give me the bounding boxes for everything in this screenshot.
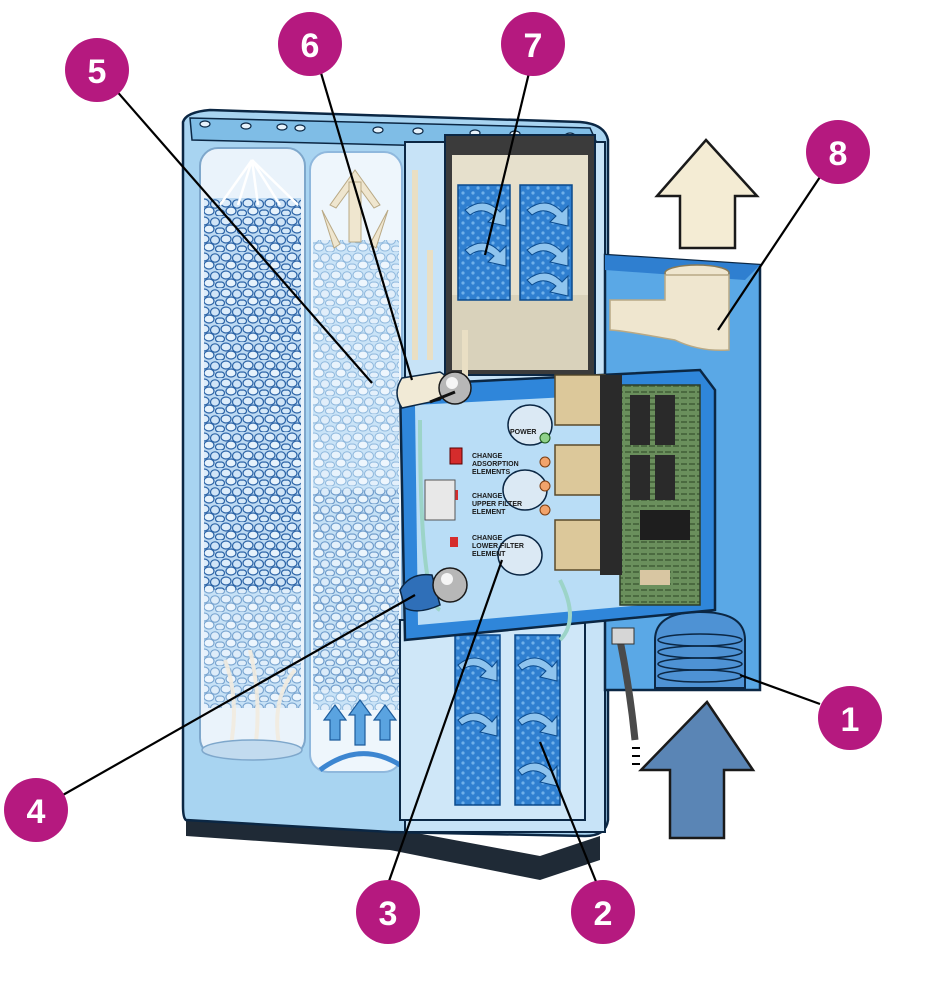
callout-label-5: 5	[88, 53, 107, 91]
callout-badge	[278, 12, 342, 76]
adsorption-tower-left	[199, 147, 306, 761]
inlet-arrow-icon	[638, 700, 756, 840]
callout-badge	[356, 880, 420, 944]
circuit-board	[619, 384, 701, 606]
callout-label-8: 8	[829, 135, 848, 173]
callout-badge	[4, 778, 68, 842]
callout-label-6: 6	[301, 27, 320, 65]
callout-label-3: 3	[379, 895, 398, 933]
leader-line-6	[311, 45, 414, 381]
base	[186, 820, 600, 880]
valve-wheels	[497, 404, 553, 576]
outlet-arrow-icon	[654, 138, 760, 250]
callout-label-2: 2	[594, 895, 613, 933]
callout-badge	[818, 686, 882, 750]
panel-text-lower-1: CHANGE	[472, 535, 503, 542]
adsorption-tower-middle	[309, 151, 403, 773]
leader-line-4	[39, 594, 416, 809]
callout-7: 7	[501, 12, 565, 76]
panel-text-lower-2: LOWER FILTER	[472, 543, 524, 550]
callout-label-4: 4	[27, 793, 46, 831]
callout-label-7: 7	[524, 27, 543, 65]
upper-filter-element	[457, 184, 573, 301]
callout-2: 2	[571, 880, 635, 944]
leader-line-3	[386, 559, 504, 885]
flow-arrows-top-middle	[321, 169, 389, 249]
callout-5: 5	[65, 38, 129, 102]
panel-text-power: POWER	[510, 429, 536, 436]
outlet-duct	[609, 264, 730, 352]
callout-1: 1	[818, 686, 882, 750]
callout-badge	[806, 120, 870, 184]
flow-arrows-bottom-middle	[322, 698, 398, 746]
panel-text-upper-2: UPPER FILTER	[472, 501, 522, 508]
panel-text-upper-3: ELEMENT	[472, 509, 506, 516]
callout-6: 6	[278, 12, 342, 76]
panel-text-lower-3: ELEMENT	[472, 551, 506, 558]
indicator-leds	[539, 432, 551, 516]
callout-3: 3	[356, 880, 420, 944]
valve-lower	[399, 567, 468, 612]
control-panel-text: POWER CHANGE ADSORPTION ELEMENTS CHANGE …	[472, 429, 536, 558]
power-cable	[611, 627, 640, 765]
filter-column	[399, 134, 606, 833]
valve-upper	[396, 371, 472, 409]
lower-filter-element	[399, 619, 586, 821]
solenoid-valves	[554, 374, 622, 575]
leader-lines	[39, 45, 839, 885]
callout-badge	[501, 12, 565, 76]
callout-badge	[65, 38, 129, 102]
callout-8: 8	[806, 120, 870, 184]
fan-motor	[654, 610, 746, 689]
panel-text-adsorption-2: ADSORPTION	[472, 461, 519, 468]
leader-line-1	[739, 673, 821, 706]
panel-text-adsorption-1: CHANGE	[472, 453, 503, 460]
callout-badge	[571, 880, 635, 944]
flow-arrows-top-left	[218, 159, 299, 206]
leader-line-7	[483, 47, 537, 256]
leader-line-5	[99, 71, 373, 384]
leader-line-8	[717, 149, 839, 331]
panel-text-adsorption-3: ELEMENTS	[472, 469, 510, 476]
panel-text-upper-1: CHANGE	[472, 493, 503, 500]
callout-label-1: 1	[841, 701, 860, 739]
callout-4: 4	[4, 778, 68, 842]
leader-line-2	[538, 741, 599, 885]
